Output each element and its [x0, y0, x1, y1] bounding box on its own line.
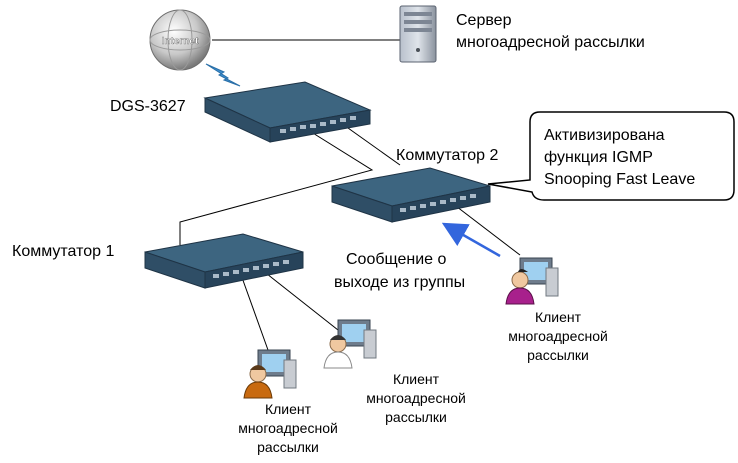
- lightning-icon: [205, 63, 241, 87]
- link-core-switch2: [347, 127, 401, 166]
- client-middle-line3: рассылки: [385, 409, 447, 425]
- link-switch1-client-mid: [261, 269, 339, 331]
- message-line-1: Сообщение о: [346, 251, 447, 268]
- internet-node[interactable]: Internet: [149, 9, 211, 71]
- client-middle[interactable]: [323, 319, 377, 369]
- switch-2[interactable]: [331, 167, 491, 223]
- server-label-line1: Сервер: [456, 12, 512, 29]
- switch-1-label: Коммутатор 1: [12, 243, 114, 260]
- server-label-line2: многоадресной рассылки: [456, 34, 645, 51]
- callout-bubble: [487, 111, 735, 201]
- client-right-line1: Клиент: [535, 309, 582, 325]
- multicast-server[interactable]: [399, 5, 437, 63]
- internet-label: Internet: [162, 36, 199, 47]
- client-right-line3: рассылки: [527, 347, 589, 363]
- client-middle-line1: Клиент: [393, 371, 440, 387]
- core-switch[interactable]: [203, 81, 372, 143]
- client-right[interactable]: [505, 257, 559, 305]
- link-switch1-client-left: [239, 271, 269, 351]
- switch-2-label: Коммутатор 2: [396, 147, 498, 164]
- callout-line-3: Snooping Fast Leave: [544, 171, 695, 188]
- message-line-2: выходе из группы: [334, 274, 465, 291]
- leave-message-arrow: [441, 222, 501, 258]
- client-left-line3: рассылки: [257, 439, 319, 455]
- client-left[interactable]: [243, 349, 297, 399]
- connection-lines: [179, 39, 521, 351]
- core-switch-label: DGS-3627: [110, 98, 186, 115]
- client-left-line2: многоадресной: [238, 420, 338, 436]
- client-left-line1: Клиент: [265, 401, 312, 417]
- callout-line-1: Активизирована: [544, 127, 665, 144]
- callout-line-2: функция IGMP: [544, 149, 653, 166]
- client-right-line2: многоадресной: [508, 328, 608, 344]
- link-core-switch1: [179, 129, 374, 245]
- switch-1[interactable]: [144, 233, 304, 289]
- client-middle-line2: многоадресной: [366, 390, 466, 406]
- link-switch2-client-right: [447, 199, 521, 256]
- user-icon: [511, 271, 529, 289]
